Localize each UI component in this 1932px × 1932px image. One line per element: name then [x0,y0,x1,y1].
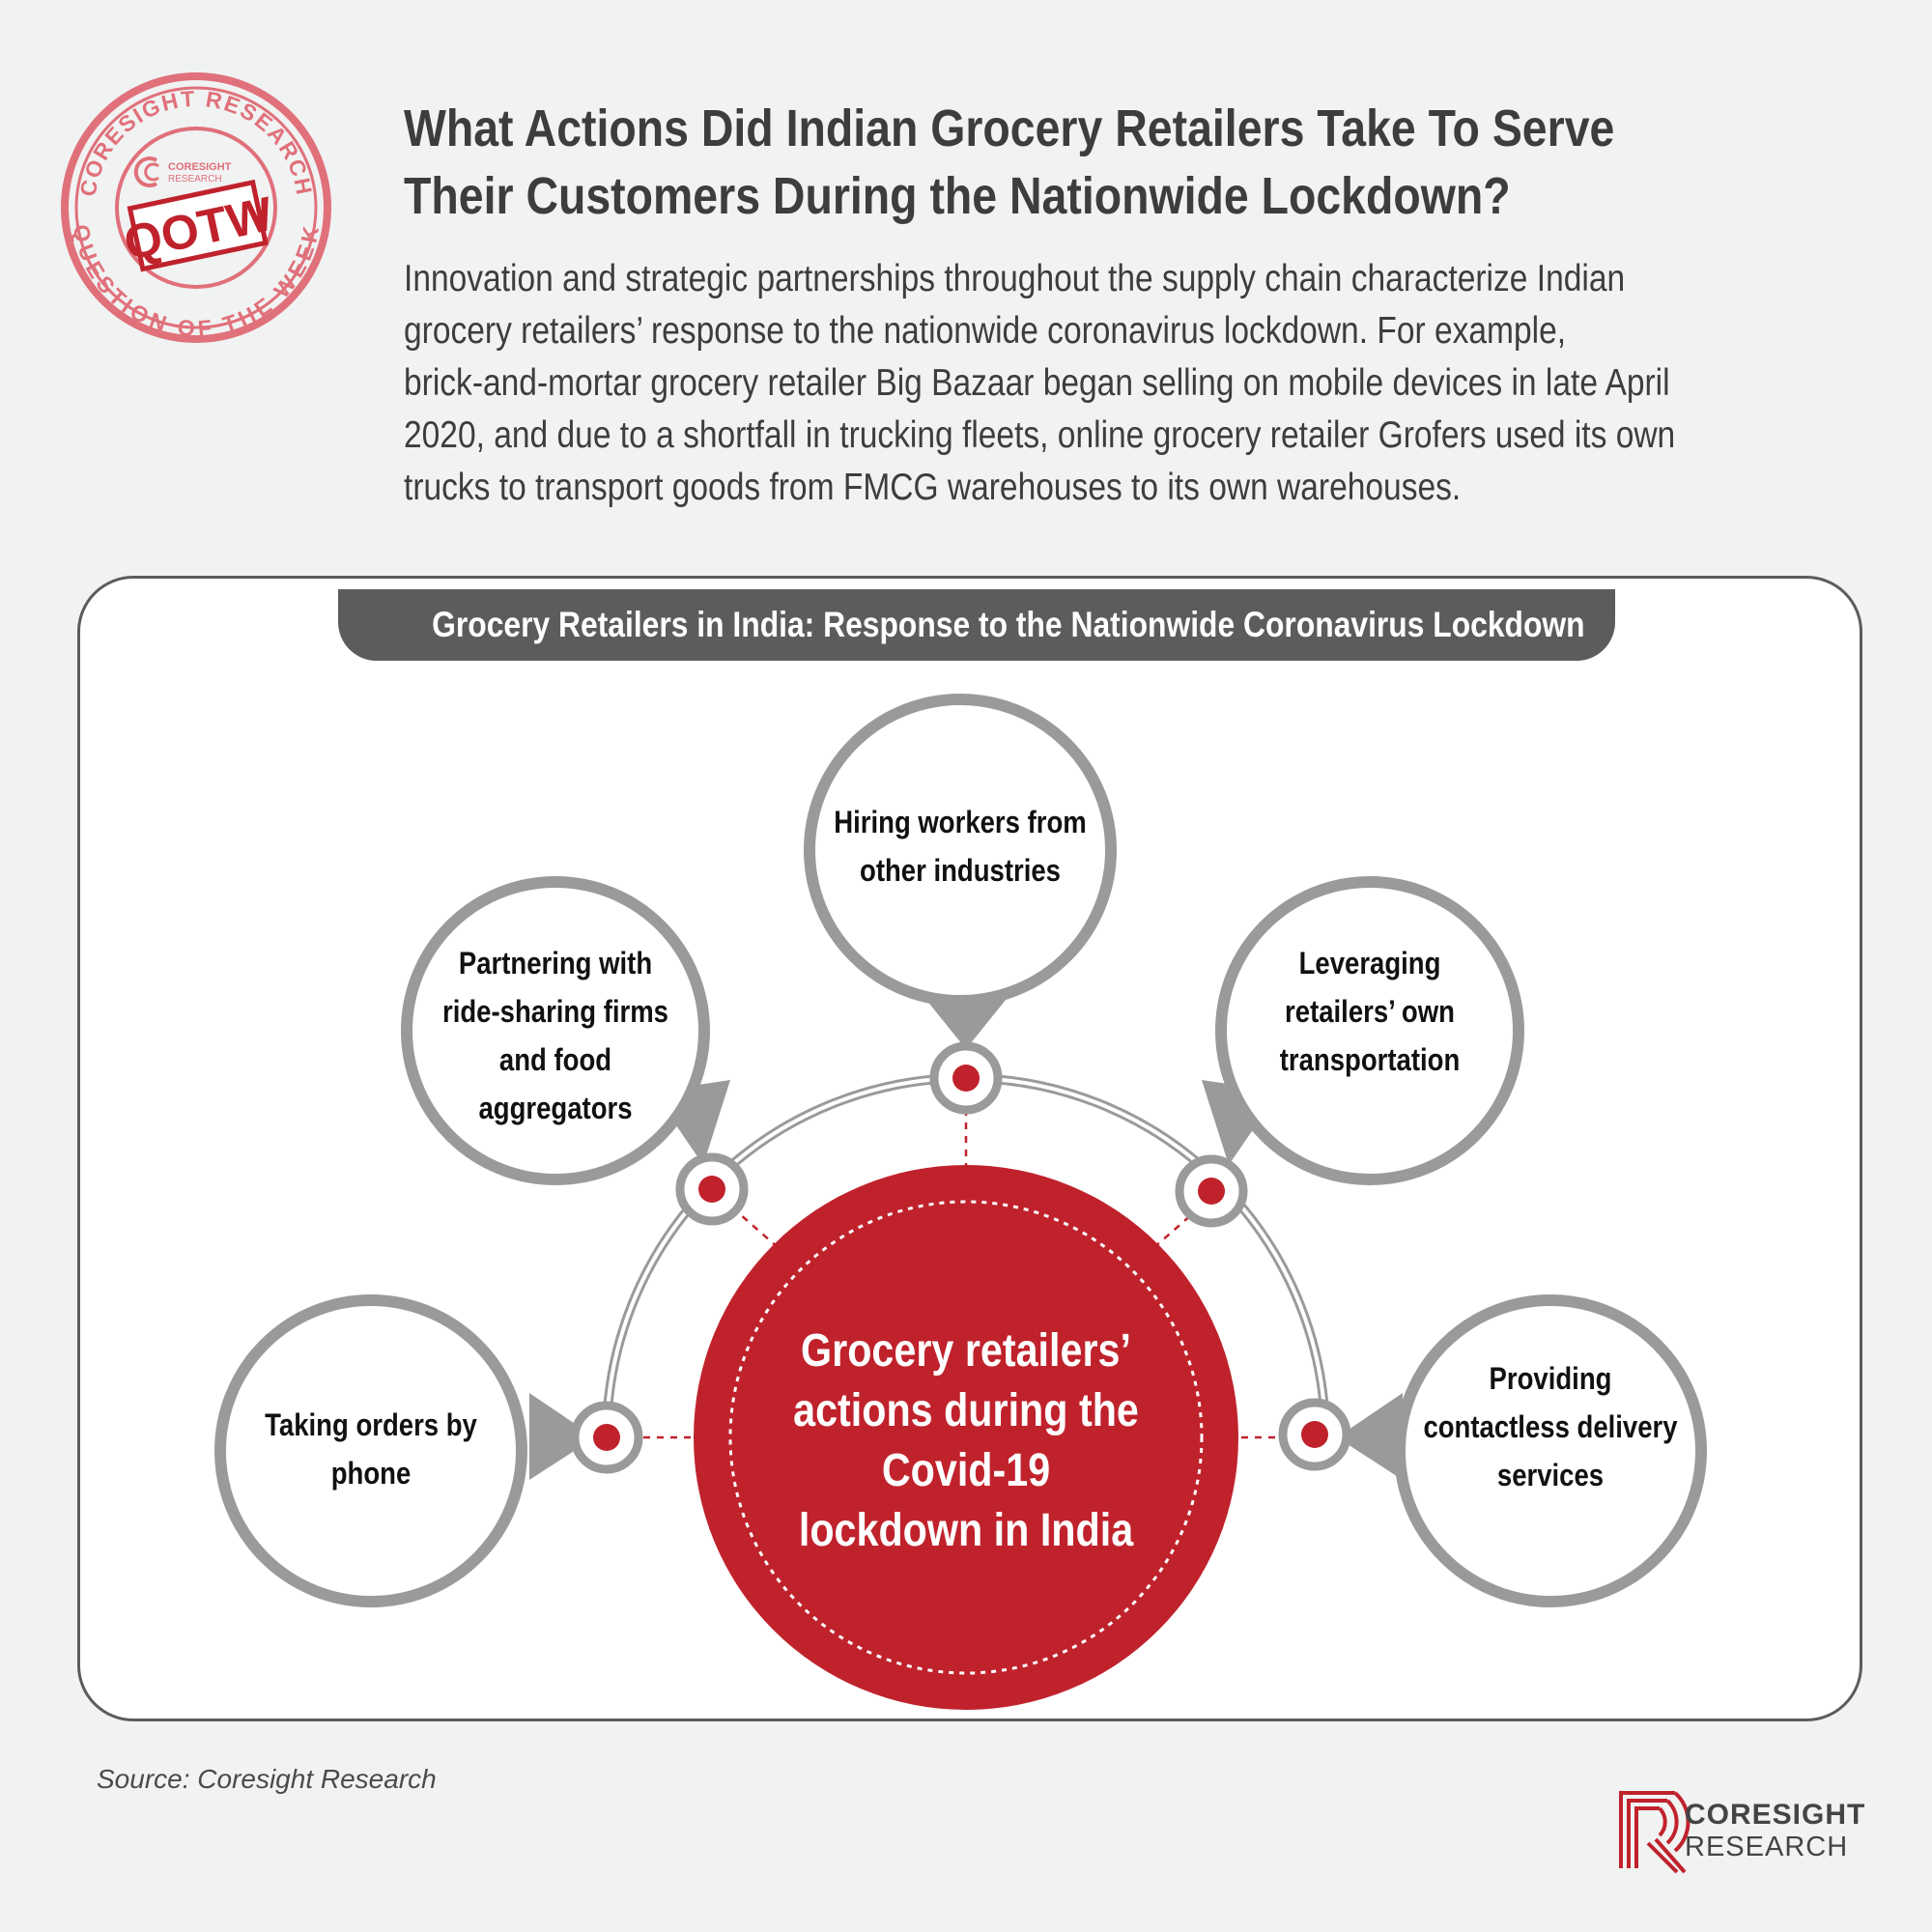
node-label-line: Partnering with [458,946,653,980]
node-circle-leveraging [1215,876,1524,1185]
connector-dot-top [929,1041,1003,1115]
center-label-line: lockdown in India [798,1505,1134,1556]
node-label-line: Leveraging [1298,946,1441,980]
node-label-taking-orders: Taking orders by phone [236,1401,506,1497]
node-circle-taking-orders [214,1294,527,1607]
node-label-line: ride-sharing firms [442,994,668,1029]
intro-line-5: trucks to transport goods from FMCG ware… [404,467,1462,508]
node-label-line: Taking orders by [265,1407,477,1442]
panel-title: Grocery Retailers in India: Response to … [432,605,1585,644]
node-label-line: services [1496,1458,1605,1492]
connector-dot-right [1278,1398,1351,1471]
node-label-line: contactless delivery [1423,1409,1678,1444]
node-circle-partnering [401,876,710,1185]
node-label-leveraging: Leveraging retailers’ own transportation [1225,939,1515,1084]
stamp-mini-brand-2: RESEARCH [168,174,222,185]
node-label-line: Hiring workers from [834,805,1087,839]
panel-title-tab: Grocery Retailers in India: Response to … [338,589,1615,661]
center-circle [694,1165,1238,1710]
node-circle-contactless [1394,1294,1707,1607]
node-label-contactless: Providing contactless delivery services [1401,1354,1700,1499]
node-label-partnering: Partnering with ride-sharing firms and f… [411,939,700,1132]
center-label-line: Covid-19 [881,1445,1051,1496]
pointer-left [529,1393,595,1480]
intro-line-2: grocery retailers’ response to the natio… [404,310,1567,352]
brand-name-line-2: RESEARCH [1685,1832,1849,1862]
coresight-logo-icon [1619,1791,1690,1874]
intro-line-1: Innovation and strategic partnerships th… [404,258,1626,299]
node-circle-hiring [804,694,1117,1007]
connector-dot-upper-right [1175,1154,1248,1228]
connector-dot-upper-left [675,1152,749,1226]
center-label-line: actions during the [793,1385,1139,1436]
intro-line-3: brick-and-mortar grocery retailer Big Ba… [404,362,1670,404]
node-label-line: phone [330,1456,412,1491]
node-label-line: retailers’ own [1285,994,1455,1029]
intro-paragraph: Innovation and strategic partnerships th… [404,253,1749,514]
connector-dotted-upper-left [731,1207,780,1249]
center-label: Grocery retailers’ actions during the Co… [734,1321,1198,1561]
connector-dotted-upper-right [1152,1207,1201,1249]
intro-line-4: 2020, and due to a shortfall in trucking… [404,414,1676,456]
stamp-mini-brand-1: CORESIGHT [168,161,232,173]
node-label-hiring: Hiring workers from other industries [806,798,1115,895]
stamp-mini-logo-icon [133,156,159,187]
pointer-right [1337,1393,1403,1480]
center-label-line: Grocery retailers’ [801,1325,1131,1377]
page-title-line-1: What Actions Did Indian Grocery Retailer… [404,99,1615,157]
node-label-line: other industries [860,853,1061,888]
connector-dot-left [570,1401,643,1474]
node-label-line: aggregators [478,1091,633,1125]
qotw-stamp: CORESIGHT RESEARCH QUESTION OF THE WEEK … [61,72,331,343]
node-label-line: and food [498,1042,612,1077]
page-title-line-2: Their Customers During the Nationwide Lo… [404,167,1511,225]
node-label-line: Providing [1489,1361,1612,1396]
page-title: What Actions Did Indian Grocery Retailer… [404,95,1634,230]
source-note: Source: Coresight Research [97,1764,437,1794]
brand-name-line-1: CORESIGHT [1685,1799,1866,1831]
node-label-line: transportation [1279,1042,1461,1077]
center-circle-dotted-ring [728,1200,1204,1675]
